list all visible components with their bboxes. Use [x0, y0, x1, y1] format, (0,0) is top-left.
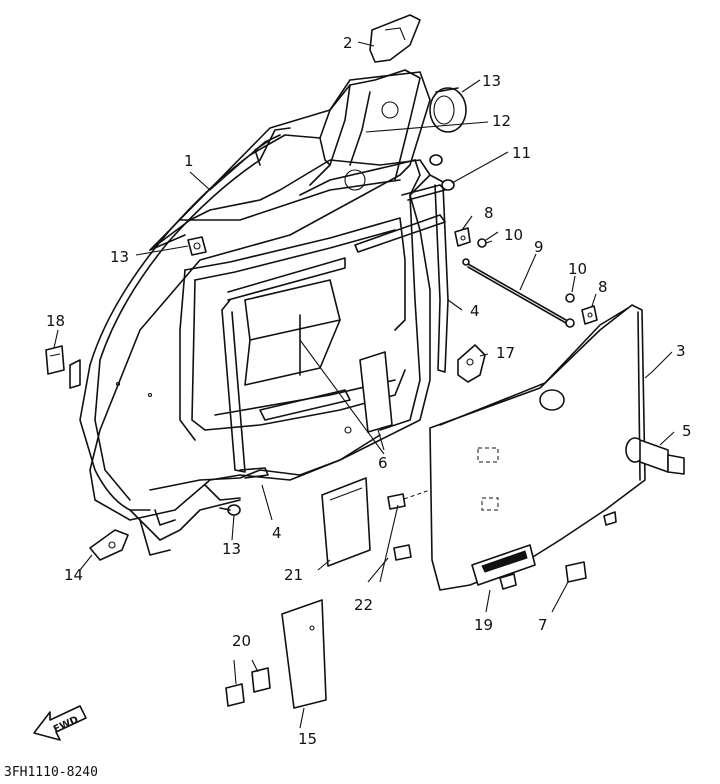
callout-3: 3: [676, 342, 686, 360]
callout-9: 9: [534, 238, 544, 256]
callout-10-upper: 10: [504, 226, 523, 244]
callout-22: 22: [354, 596, 373, 614]
part-19-panel: [281, 599, 327, 709]
callout-15: 17: [496, 344, 515, 362]
part-21-panel: [321, 477, 371, 567]
part-13-screw-upper: [187, 236, 207, 256]
part-3-lid-panel: [429, 304, 646, 591]
part-1-leg-shield-body: [69, 69, 431, 556]
callout-7: 7: [538, 616, 548, 634]
part-10-nut-upper: [477, 238, 493, 248]
callout-19: 15: [298, 730, 317, 748]
callout-18: 19: [474, 616, 493, 634]
callout-2: 2: [343, 34, 353, 52]
part-8-clip-lower: [581, 305, 598, 325]
part-2-bracket: [369, 14, 421, 63]
callout-1: 1: [184, 152, 194, 170]
callout-5: 5: [682, 422, 692, 440]
callout-10-lower: 10: [568, 260, 587, 278]
callout-11: 11: [512, 144, 531, 162]
callout-20: 20: [232, 632, 251, 650]
part-12-nut: [429, 154, 443, 166]
callout-4-left: 4: [272, 524, 282, 542]
part-16-clip: [45, 345, 65, 375]
forward-direction-arrow: FWD: [33, 705, 87, 741]
callout-13-upper: 13: [110, 248, 129, 266]
callout-numbers: 2 13 12 11 1 8 10 9 13 10 8 4 18 17 3 5 …: [46, 34, 692, 748]
callout-12: 12: [492, 112, 511, 130]
part-5-key-lock: [625, 437, 685, 475]
callout-17: 13: [482, 72, 501, 90]
part-9-rod: [462, 258, 575, 328]
part-6-pad: [359, 351, 393, 433]
part-14-bracket: [89, 529, 129, 561]
callout-16: 18: [46, 312, 65, 330]
callout-6: 6: [378, 454, 388, 472]
callout-4-right: 4: [470, 302, 480, 320]
callout-8-upper: 8: [484, 204, 494, 222]
callout-13-lower: 13: [222, 540, 241, 558]
callout-8-lower: 8: [598, 278, 608, 296]
part-8-clip-upper: [454, 227, 471, 247]
drawing-code: 3FH1110-8240: [4, 765, 98, 780]
callout-21: 21: [284, 566, 303, 584]
part-17-grommet: [429, 87, 467, 133]
callout-14: 14: [64, 566, 83, 584]
part-7-cap: [565, 561, 587, 583]
part-15-latch: [457, 344, 486, 383]
part-10-nut-lower: [565, 293, 575, 303]
part-22-pads: [387, 489, 431, 561]
leader-lines: [53, 41, 675, 729]
part-13-screw-lower: [219, 504, 241, 516]
part-11-screw: [429, 174, 455, 191]
part-20-clips: [225, 667, 271, 707]
